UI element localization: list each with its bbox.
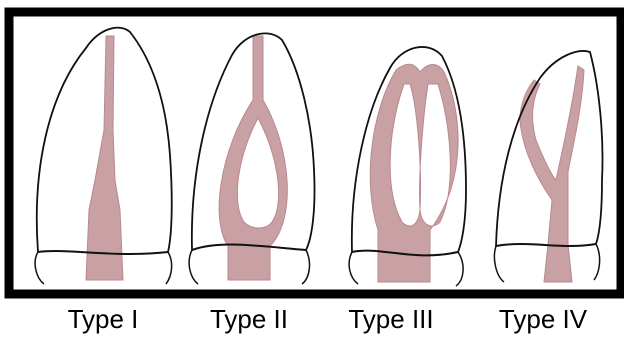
label-type-2: Type II [184, 304, 314, 334]
label-type-4: Type IV [478, 304, 608, 334]
label-type-3: Type III [326, 304, 456, 334]
label-type-1: Type I [38, 304, 168, 334]
